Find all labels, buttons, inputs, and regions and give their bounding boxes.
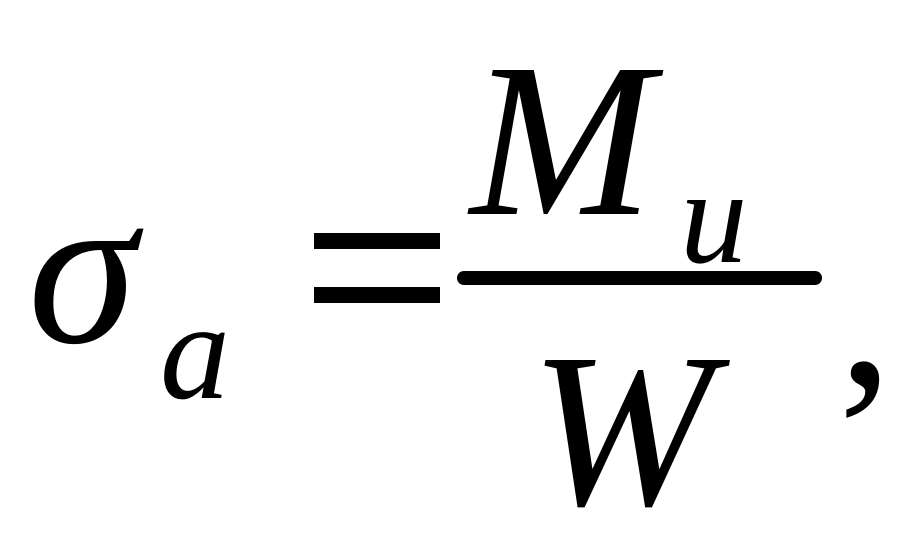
numerator-symbol: M	[470, 18, 654, 262]
trailing-comma: ,	[838, 188, 893, 432]
sigma-symbol: σ	[28, 146, 137, 390]
equals-sign-bottom-bar	[314, 287, 440, 303]
numerator-subscript: и	[680, 143, 748, 292]
fraction-bar	[457, 271, 822, 285]
denominator-symbol: W	[530, 308, 714, 543]
equals-sign-top-bar	[314, 233, 440, 249]
sigma-subscript: a	[160, 274, 230, 429]
